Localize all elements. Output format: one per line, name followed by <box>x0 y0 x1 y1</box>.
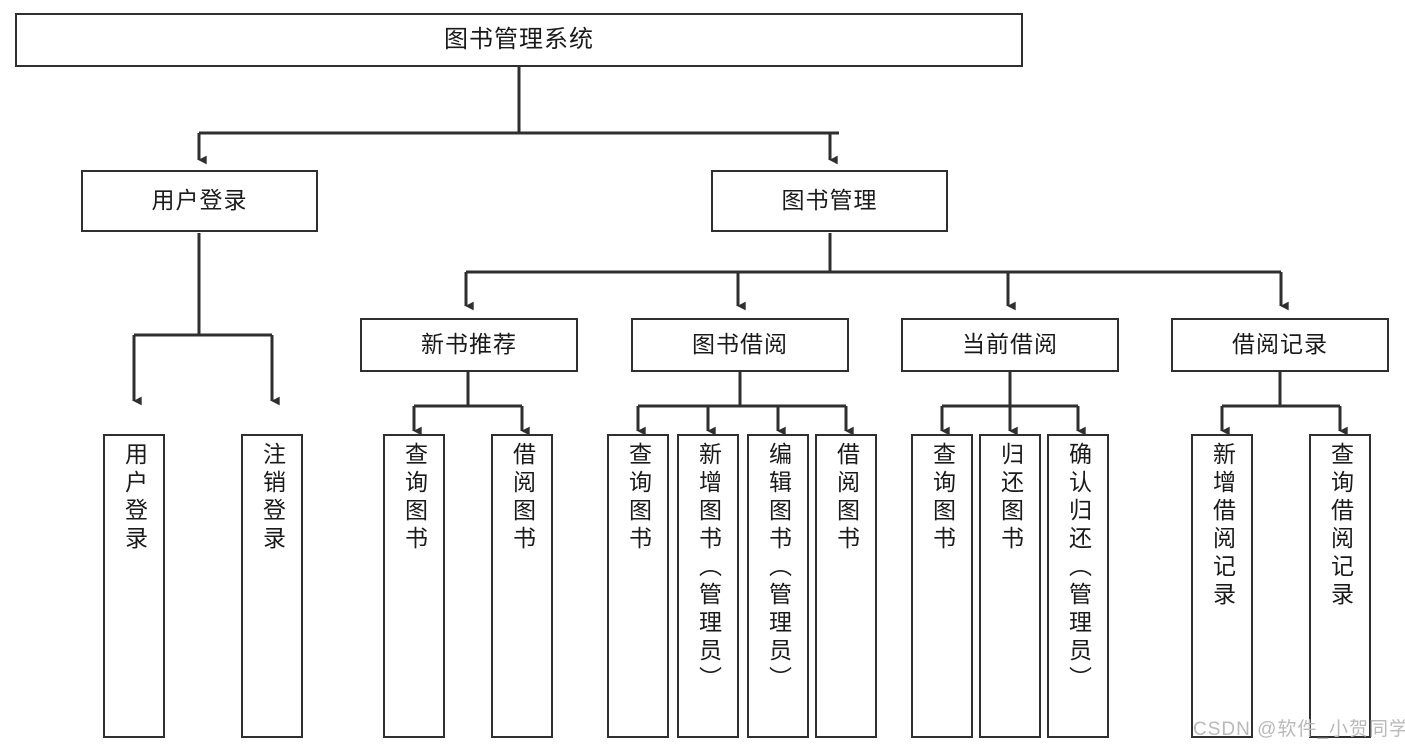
node-new-book-recommend[interactable]: 新书推荐 <box>360 318 578 372</box>
node-leaf-borrow-book-2[interactable]: 借阅图书 <box>815 434 877 738</box>
node-label: 查询图书 <box>625 442 652 554</box>
node-leaf-add-book[interactable]: 新增图书（管理员） <box>677 434 739 738</box>
node-book-management[interactable]: 图书管理 <box>711 170 948 232</box>
node-label: 查询图书 <box>929 442 956 554</box>
watermark-text: CSDN @软件_小贺同学 <box>1193 719 1405 740</box>
node-leaf-borrow-book-1[interactable]: 借阅图书 <box>491 434 553 738</box>
node-label: 确认归还（管理员） <box>1065 442 1092 694</box>
node-leaf-return-book[interactable]: 归还图书 <box>979 434 1041 738</box>
node-leaf-query-book-1[interactable]: 查询图书 <box>383 434 445 738</box>
node-label: 用户登录 <box>121 442 148 554</box>
node-leaf-edit-book[interactable]: 编辑图书（管理员） <box>747 434 809 738</box>
node-label: 编辑图书（管理员） <box>765 442 792 694</box>
edges-book-management-to-level3 <box>464 233 1289 311</box>
node-leaf-logout-login[interactable]: 注销登录 <box>241 434 303 738</box>
node-label: 图书管理 <box>781 187 878 214</box>
node-label: 归还图书 <box>997 442 1024 554</box>
edges-new-book-recommend-to-leaves <box>412 372 530 436</box>
node-label: 新增图书（管理员） <box>695 442 722 694</box>
node-user-login[interactable]: 用户登录 <box>81 170 318 232</box>
node-root-book-management-system[interactable]: 图书管理系统 <box>15 13 1023 67</box>
node-leaf-user-login[interactable]: 用户登录 <box>103 434 165 738</box>
node-leaf-query-record[interactable]: 查询借阅记录 <box>1309 434 1371 738</box>
node-label: 借阅记录 <box>1232 331 1328 358</box>
edges-root-to-level2 <box>197 67 839 165</box>
node-label: 注销登录 <box>259 442 286 554</box>
node-book-borrow[interactable]: 图书借阅 <box>631 318 849 372</box>
node-label: 查询借阅记录 <box>1327 442 1354 610</box>
node-label: 新书推荐 <box>421 331 517 358</box>
node-borrow-record[interactable]: 借阅记录 <box>1171 318 1389 372</box>
node-current-borrow[interactable]: 当前借阅 <box>901 318 1119 372</box>
edges-borrow-record-to-leaves <box>1220 372 1348 436</box>
node-leaf-add-record[interactable]: 新增借阅记录 <box>1191 434 1253 738</box>
edges-user-login-to-leaves <box>132 233 280 406</box>
node-label: 用户登录 <box>151 187 248 214</box>
node-label: 图书借阅 <box>692 331 788 358</box>
node-leaf-query-book-3[interactable]: 查询图书 <box>911 434 973 738</box>
node-leaf-query-book-2[interactable]: 查询图书 <box>607 434 669 738</box>
node-label: 借阅图书 <box>509 442 536 554</box>
edges-book-borrow-to-leaves <box>636 372 854 436</box>
edges-current-borrow-to-leaves <box>940 372 1086 436</box>
node-label: 当前借阅 <box>962 331 1058 358</box>
node-label: 图书管理系统 <box>444 25 594 53</box>
node-label: 借阅图书 <box>833 442 860 554</box>
node-leaf-confirm-return[interactable]: 确认归还（管理员） <box>1047 434 1109 738</box>
node-label: 新增借阅记录 <box>1209 442 1236 610</box>
node-label: 查询图书 <box>401 442 428 554</box>
